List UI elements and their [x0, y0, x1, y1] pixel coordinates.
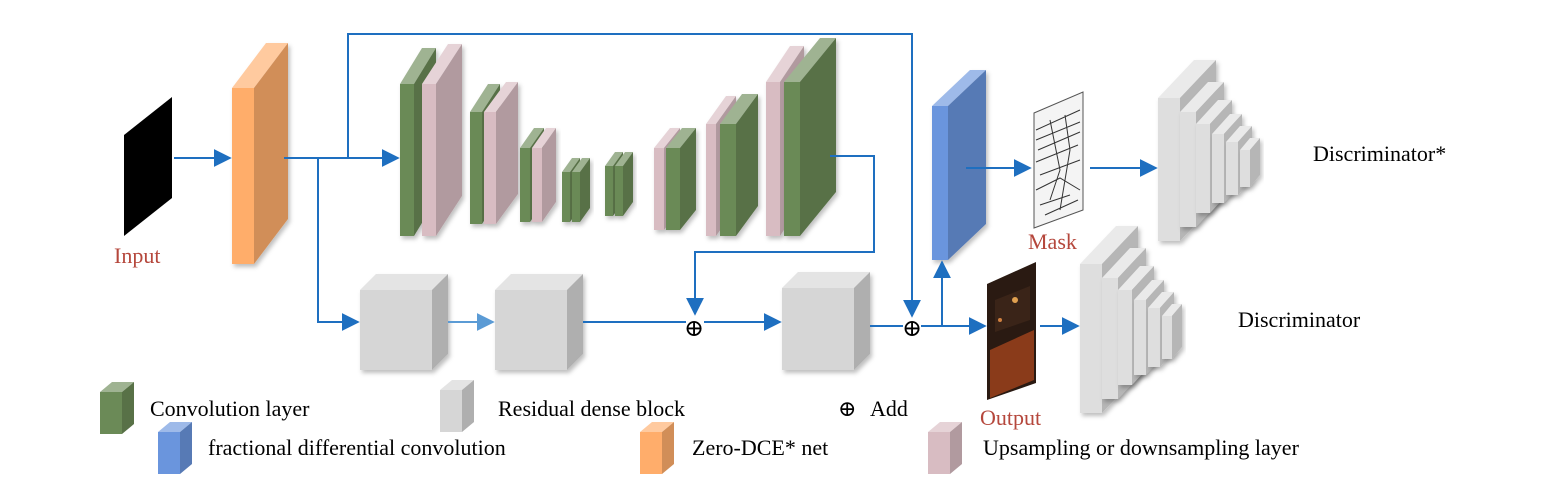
add-symbol-2: ⊕: [902, 316, 922, 342]
mask-label: Mask: [1028, 229, 1077, 254]
legend-rdb-label: Residual dense block: [498, 396, 685, 421]
legend-conv-swatch: [100, 382, 134, 434]
zero-dce-block: [232, 43, 288, 264]
arrow-zerodce-to-rdb1: [317, 158, 360, 331]
mask-image: [1033, 91, 1084, 229]
add-symbol-1: ⊕: [684, 316, 704, 342]
legend-updown-swatch: [928, 422, 962, 474]
arrow-unet-to-add1: [686, 155, 875, 316]
discriminator-label: Discriminator: [1238, 307, 1361, 332]
encoder-updown-3: [532, 128, 556, 222]
legend-zero-dce-label: Zero-DCE* net: [692, 435, 828, 460]
output-label: Output: [980, 405, 1041, 430]
legend-frac-label: fractional differential convolution: [208, 435, 506, 460]
frac-conv-block: [932, 70, 986, 260]
bottleneck-conv-4: [615, 152, 633, 216]
legend-updown-label: Upsampling or downsampling layer: [983, 435, 1300, 460]
rdb-block-1: [360, 274, 448, 370]
legend-conv-label: Convolution layer: [150, 396, 310, 421]
legend-rdb-swatch: [440, 380, 474, 432]
input-label: Input: [114, 243, 160, 268]
legend-zero-dce-swatch: [640, 422, 674, 474]
decoder-conv-2: [720, 94, 758, 236]
legend-add-symbol: ⊕: [838, 396, 856, 421]
rdb-block-3: [782, 272, 870, 370]
legend-add-label: Add: [870, 396, 908, 421]
encoder-updown-2: [484, 82, 518, 224]
encoder-updown-1: [422, 44, 462, 236]
disc-star-layer-6: [1240, 138, 1260, 187]
arrow-skip-top: [347, 33, 921, 318]
decoder-conv-1: [666, 128, 696, 230]
input-image: [124, 97, 172, 236]
legend-frac-swatch: [158, 422, 192, 474]
discriminator-star-label: Discriminator*: [1313, 141, 1446, 166]
disc-layer-6: [1162, 304, 1182, 359]
output-image: [987, 262, 1036, 400]
bottleneck-conv-2: [572, 158, 590, 222]
decoder-conv-3: [784, 38, 836, 236]
rdb-block-2: [495, 274, 583, 370]
